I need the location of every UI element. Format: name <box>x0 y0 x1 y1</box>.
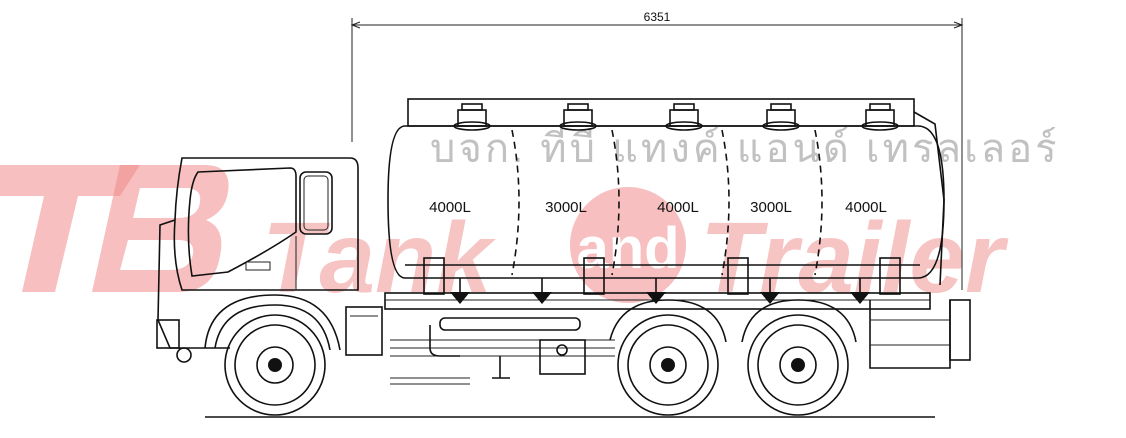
cab-window <box>187 167 297 277</box>
valve-icon <box>450 278 470 304</box>
compartment-capacity-2: 3000L <box>545 199 587 216</box>
wheels <box>224 314 849 416</box>
front-bumper <box>156 319 180 349</box>
tb-logo-icon <box>0 165 229 292</box>
manhole-icon <box>559 103 597 131</box>
baffle-4 <box>814 129 823 276</box>
compartment-capacity-5: 4000L <box>845 199 887 216</box>
manhole-icon <box>762 103 800 131</box>
rear-wheel-icon <box>617 314 719 416</box>
compartment-labels: 4000L 3000L 4000L 3000L 4000L <box>429 199 887 216</box>
manhole-icon <box>453 103 491 131</box>
compartment-capacity-4: 3000L <box>750 199 792 216</box>
rear-wheel-icon <box>747 314 849 416</box>
cab-rear-window <box>299 171 333 235</box>
rear-bumper <box>869 299 971 369</box>
manhole-icon <box>665 103 703 131</box>
manhole-icon <box>861 103 899 131</box>
door-handle <box>245 261 271 271</box>
tank-top-rail <box>407 98 915 127</box>
overall-length-dimension: 6351 <box>350 10 964 290</box>
pump-box <box>539 339 586 375</box>
discharge-valves <box>429 278 870 379</box>
baffle-3 <box>721 129 730 276</box>
baffle-2 <box>611 129 620 276</box>
headlight <box>176 347 192 363</box>
watermark-and-circle <box>570 187 686 303</box>
watermark-thai-company-name: บจก. ทีบี แทงค์ แอนด์ เทรลเลอร์ <box>430 126 1060 171</box>
rear-fender-1 <box>609 299 727 343</box>
valve-icon <box>532 278 552 304</box>
valve-icon <box>760 278 780 304</box>
tank-body <box>387 98 945 295</box>
valve-icon <box>646 278 666 304</box>
discharge-manifold <box>439 317 581 331</box>
compartment-capacity-1: 4000L <box>429 199 471 216</box>
overall-length-label: 6351 <box>644 10 671 24</box>
manhole-covers <box>453 103 899 131</box>
valve-icon <box>850 278 870 304</box>
baffle-1 <box>511 129 520 276</box>
truck-cab <box>156 157 359 363</box>
watermark-brand-word-and: and <box>576 216 679 281</box>
compartment-capacity-3: 4000L <box>657 199 699 216</box>
rear-fender-2 <box>741 299 857 343</box>
front-wheel-icon <box>224 314 326 416</box>
